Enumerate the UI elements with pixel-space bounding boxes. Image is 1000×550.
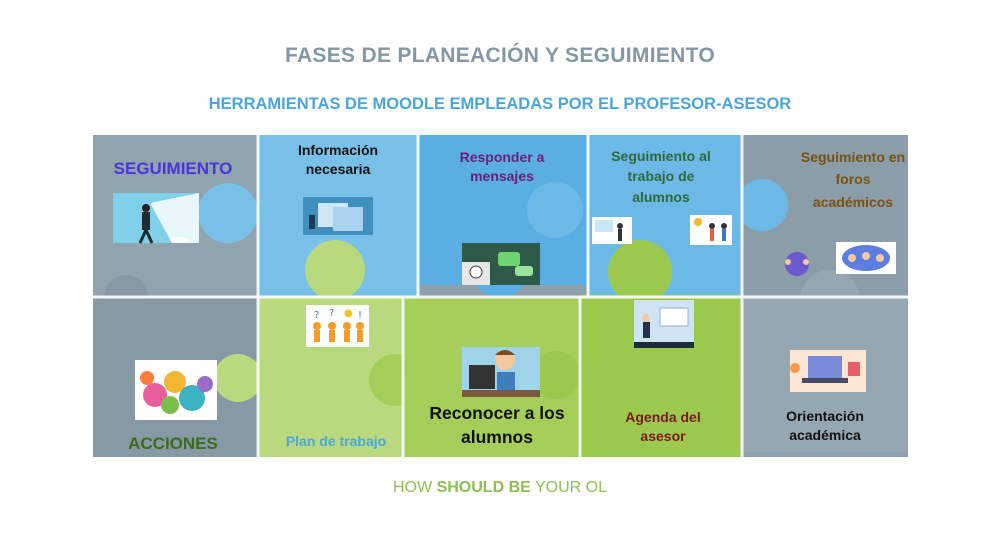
label-orientacion-text: Orientación académica <box>786 408 864 443</box>
label-informacion: Información necesaria <box>283 141 393 179</box>
tasks-people-image <box>592 215 732 245</box>
footer-suffix: YOUR OL <box>534 479 607 496</box>
label-agenda-text: Agenda del asesor <box>625 409 701 444</box>
piece-plan-side-knob <box>214 354 262 402</box>
label-seguimiento-trabajo: Seguimiento al trabajo de alumnos <box>597 146 725 207</box>
student-computer-image <box>462 347 540 397</box>
messages-image <box>462 243 540 285</box>
forum-people-image <box>785 242 896 276</box>
piece-responder-knob-left <box>421 181 469 229</box>
svg-text:!: ! <box>358 310 362 321</box>
piece-seguimiento-trabajo-right-knob <box>736 179 788 231</box>
folders-image <box>303 197 373 235</box>
piece-informacion-knob <box>198 183 258 243</box>
label-seguimiento-foros-text: Seguimiento en foros académicos <box>800 149 906 210</box>
label-orientacion: Orientación académica <box>766 407 884 445</box>
piece-plan-knob <box>305 240 365 300</box>
piece-borders <box>93 135 908 457</box>
footer-tagline: HOW SHOULD BE YOUR OL <box>0 479 1000 497</box>
orientation-laptop-image <box>790 350 866 392</box>
label-informacion-text: Información necesaria <box>297 142 379 177</box>
spotlight-person-image <box>113 193 199 244</box>
label-reconocer-text: Reconocer a los alumnos <box>429 403 565 447</box>
label-seguimiento-foros: Seguimiento en foros académicos <box>797 146 909 213</box>
question-people-image: ? ? ● ! <box>306 305 369 347</box>
label-seguimiento-trabajo-text: Seguimiento al trabajo de alumnos <box>611 148 711 205</box>
label-reconocer: Reconocer a los alumnos <box>428 402 566 449</box>
label-responder-text: Responder a mensajes <box>459 149 545 184</box>
piece-reconocer-knob <box>369 354 421 406</box>
footer-prefix: HOW <box>393 479 433 496</box>
presentation-image <box>634 300 694 348</box>
label-agenda: Agenda del asesor <box>608 408 718 446</box>
page-title: FASES DE PLANEACIÓN Y SEGUIMIENTO <box>285 44 715 67</box>
label-responder: Responder a mensajes <box>443 148 561 186</box>
row-label-acciones: ACCIONES <box>128 434 218 453</box>
piece-agenda-side-knob <box>532 351 580 399</box>
piece-seguimiento-trabajo-knob <box>527 182 583 238</box>
svg-text:?: ? <box>314 310 319 321</box>
gears-image <box>135 360 217 420</box>
footer-bold: SHOULD BE <box>436 479 531 496</box>
row-label-seguimiento: SEGUIMIENTO <box>113 159 233 178</box>
page-subtitle: HERRAMIENTAS DE MOODLE EMPLEADAS POR EL … <box>208 95 792 113</box>
svg-text:●: ● <box>344 308 353 319</box>
svg-text:?: ? <box>329 308 334 319</box>
label-plan: Plan de trabajo <box>285 433 387 449</box>
piece-agenda-knob <box>608 240 672 304</box>
piece-orientacion-knob <box>800 270 860 330</box>
